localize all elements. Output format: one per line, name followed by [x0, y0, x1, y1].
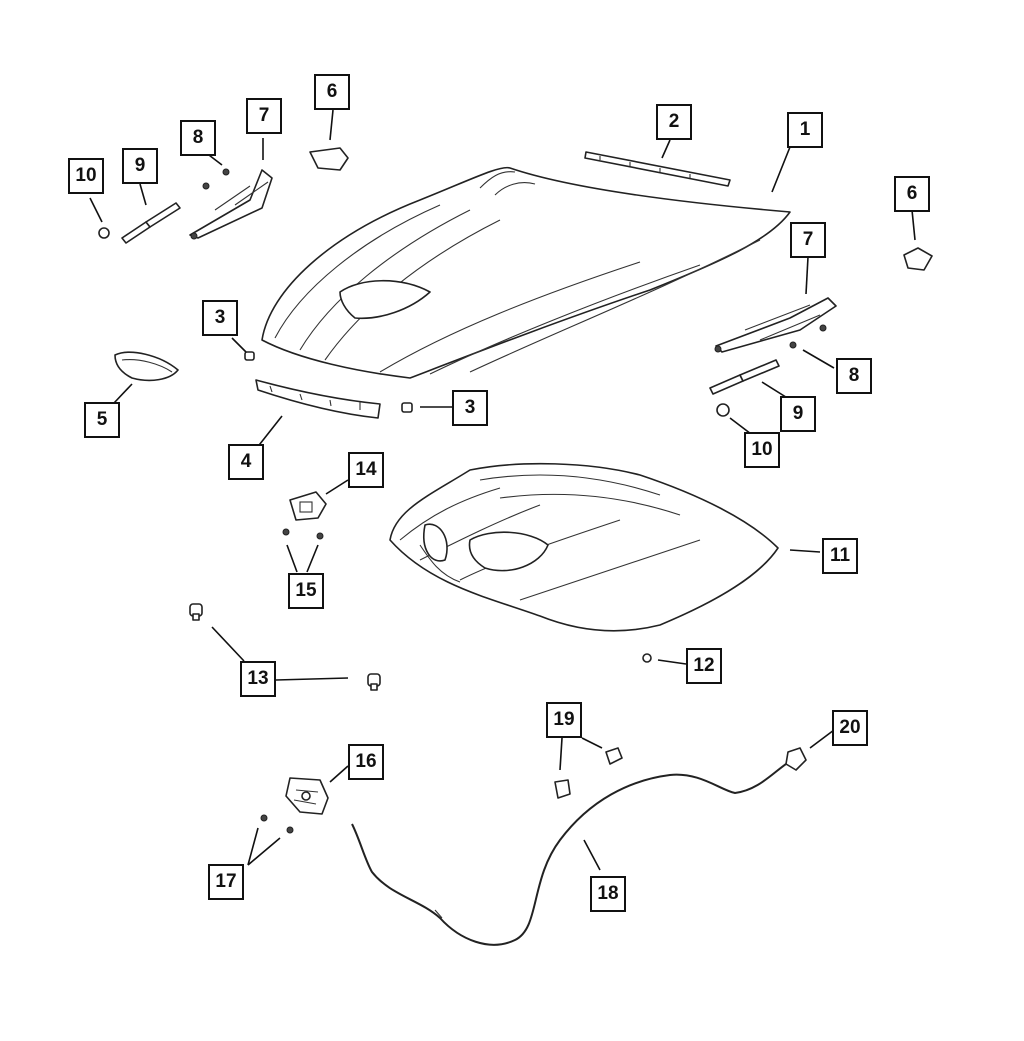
- bolt-left: [222, 168, 230, 176]
- callout-7-right: 7: [790, 222, 826, 258]
- screw-a: [282, 528, 290, 536]
- callout-19: 19: [546, 702, 582, 738]
- callout-15: 15: [288, 573, 324, 609]
- hood-release-cable: [351, 759, 793, 946]
- rear-seal-strip: [584, 151, 731, 187]
- callout-4: 4: [228, 444, 264, 480]
- hinge-right: [714, 297, 837, 353]
- latch-bolt-b: [286, 826, 294, 834]
- bolt-right-2: [819, 324, 827, 332]
- callout-9-left: 9: [122, 148, 158, 184]
- callout-10-right: 10: [744, 432, 780, 468]
- callout-6-right: 6: [894, 176, 930, 212]
- hood-bumper-lower: [367, 673, 381, 691]
- retainer-clip: [642, 653, 652, 663]
- hood-silencer-pad: [389, 462, 779, 632]
- callout-17: 17: [208, 864, 244, 900]
- nut-left: [98, 227, 110, 239]
- callout-3-right: 3: [452, 390, 488, 426]
- cable-clip-lower: [554, 779, 571, 799]
- callout-6-left: 6: [314, 74, 350, 110]
- hood-stop-right: [903, 247, 933, 271]
- latch-bolt-a: [260, 814, 268, 822]
- hinge-left: [189, 169, 273, 240]
- nut-right: [716, 403, 730, 417]
- hood-stop-left: [309, 147, 349, 171]
- front-seal-strip: [255, 379, 381, 419]
- callout-14: 14: [348, 452, 384, 488]
- callout-2: 2: [656, 104, 692, 140]
- callout-1: 1: [787, 112, 823, 148]
- callout-10-left: 10: [68, 158, 104, 194]
- cable-clip-upper: [605, 747, 623, 765]
- bumper-left: [244, 351, 255, 361]
- hood-bumper-upper: [189, 603, 203, 621]
- callout-20: 20: [832, 710, 868, 746]
- callout-12: 12: [686, 648, 722, 684]
- callout-18: 18: [590, 876, 626, 912]
- bumper-right: [401, 402, 413, 413]
- hood-striker: [289, 491, 327, 521]
- callout-13: 13: [240, 661, 276, 697]
- hood-panel: [261, 166, 791, 379]
- gas-strut-left: [121, 202, 181, 244]
- bolt-right: [789, 341, 797, 349]
- hood-latch: [285, 777, 329, 815]
- release-handle: [785, 747, 807, 771]
- callout-7-left: 7: [246, 98, 282, 134]
- callout-8-left: 8: [180, 120, 216, 156]
- screw-b: [316, 532, 324, 540]
- callout-3-left: 3: [202, 300, 238, 336]
- callout-9-right: 9: [780, 396, 816, 432]
- callout-5: 5: [84, 402, 120, 438]
- callout-8-right: 8: [836, 358, 872, 394]
- bolt-left-2: [202, 182, 210, 190]
- gas-strut-right: [709, 359, 780, 395]
- callout-11: 11: [822, 538, 858, 574]
- callout-16: 16: [348, 744, 384, 780]
- hood-scoop-insert: [114, 351, 179, 382]
